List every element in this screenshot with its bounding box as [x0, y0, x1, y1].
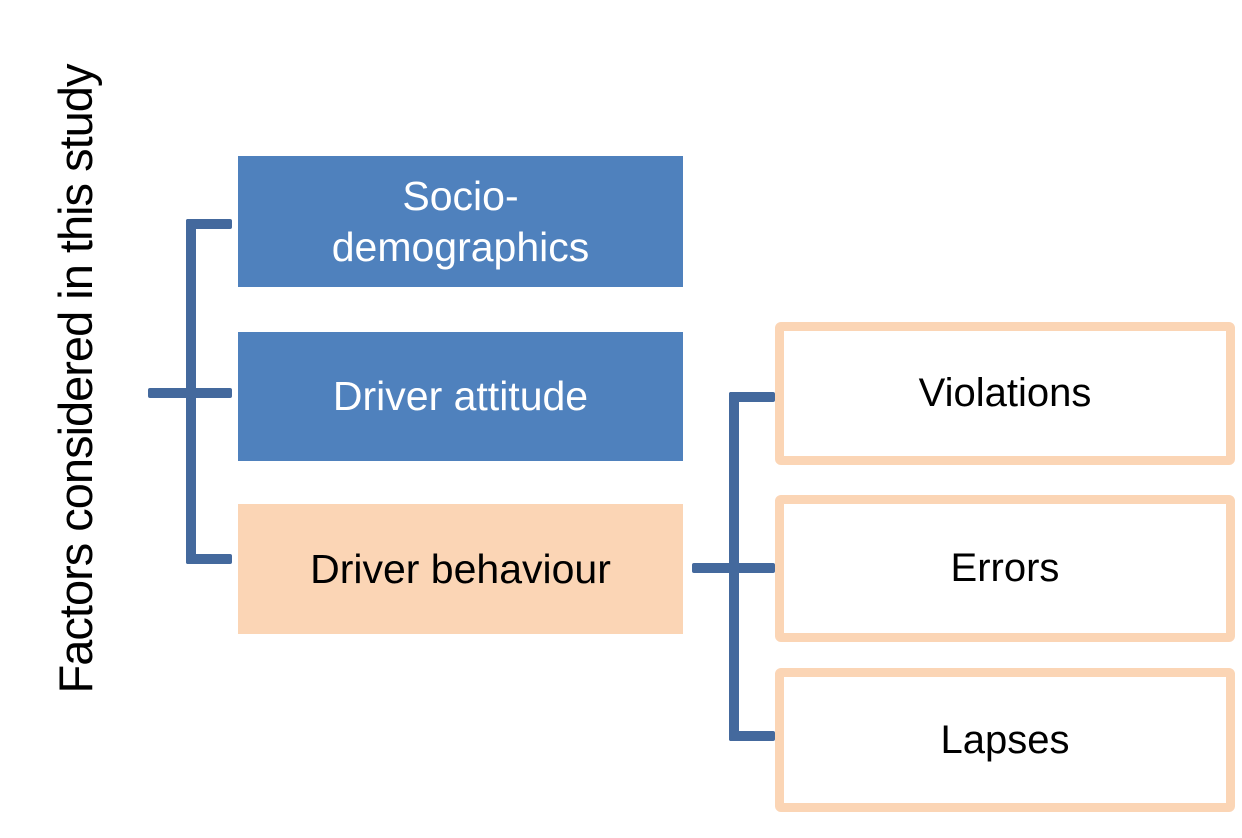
- left-bracket-top-stub: [186, 219, 232, 229]
- subtype-box-errors: Errors: [775, 495, 1235, 642]
- subtype-box-errors-label: Errors: [950, 546, 1060, 591]
- side-axis-label: Factors considered in this study: [49, 64, 102, 694]
- right-bracket-bottom-stub: [729, 731, 775, 741]
- right-bracket-middle-stub: [692, 563, 775, 573]
- left-bracket-bottom-stub: [186, 554, 232, 564]
- factor-box-driver-behaviour: Driver behaviour: [238, 504, 683, 634]
- factor-box-socio-demographics-label: Socio- demographics: [331, 173, 590, 270]
- subtype-box-violations-label: Violations: [918, 371, 1092, 416]
- right-bracket-top-stub: [729, 392, 775, 402]
- subtype-box-violations: Violations: [775, 322, 1235, 465]
- subtype-box-lapses: Lapses: [775, 668, 1235, 812]
- factor-box-driver-behaviour-label: Driver behaviour: [310, 545, 611, 592]
- subtype-box-lapses-label: Lapses: [940, 717, 1070, 762]
- factor-box-driver-attitude-label: Driver attitude: [332, 373, 589, 420]
- left-bracket-middle-stub: [148, 388, 232, 398]
- factor-box-driver-attitude: Driver attitude: [238, 332, 683, 461]
- factor-box-socio-demographics: Socio- demographics: [238, 156, 683, 287]
